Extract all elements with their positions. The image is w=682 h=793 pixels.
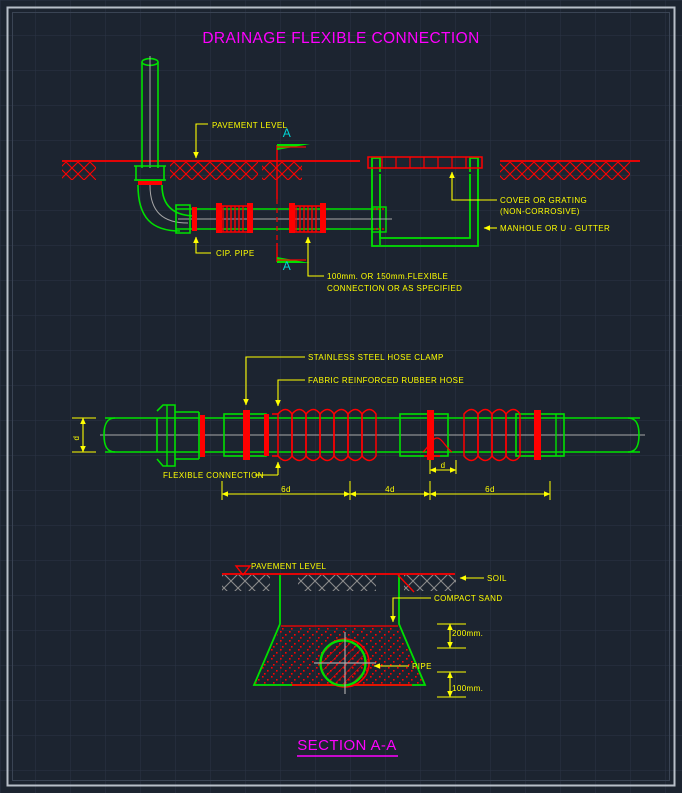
flexible-bellows-right	[289, 203, 326, 233]
dimension-chain	[221, 481, 551, 500]
rubber-hose-left	[272, 408, 377, 462]
leader-cip-pipe	[193, 236, 211, 254]
dimension-label-bedding-depth: 100mm.	[452, 684, 483, 693]
soil-hatch-right	[404, 575, 456, 591]
dimension-label-span-right: 6d	[485, 485, 495, 494]
section-marker-a-bottom: A	[283, 259, 291, 273]
cover-grating	[367, 156, 483, 169]
leader-pavement-level	[193, 123, 208, 159]
ground-hatch-left	[62, 162, 96, 180]
ground-hatch-mid2	[262, 162, 302, 180]
middle-detail-group: STAINLESS STEEL HOSE CLAMP FABRIC REINFO…	[72, 353, 645, 500]
leader-rubber-hose	[275, 379, 305, 407]
vertical-riser-pipe	[134, 56, 166, 185]
label-flexible-spec-line1: 100mm. OR 150mm.FLEXIBLE	[327, 272, 448, 281]
top-detail-group: A A PAVEMENT LEVEL CIP. PIPE COVER OR GR…	[62, 56, 640, 293]
section-cut-line-a-a	[276, 144, 310, 263]
pavement-level-triangle-icon	[234, 565, 252, 577]
dimension-hose-width	[429, 460, 457, 474]
label-flexible-connection: FLEXIBLE CONNECTION	[163, 471, 264, 480]
dimension-cover-depth	[437, 623, 466, 649]
label-rubber-hose: FABRIC REINFORCED RUBBER HOSE	[308, 376, 464, 385]
dimension-label-hose-width: d	[441, 461, 446, 470]
label-pavement-level-section: PAVEMENT LEVEL	[251, 562, 327, 571]
label-manhole-gutter: MANHOLE OR U - GUTTER	[500, 224, 610, 233]
slope-angle-mark	[397, 574, 415, 593]
leader-hose-clamp	[243, 356, 305, 406]
label-hose-clamp: STAINLESS STEEL HOSE CLAMP	[308, 353, 444, 362]
dimension-diameter-d	[72, 417, 96, 453]
dimension-label-cover-depth: 200mm.	[452, 629, 483, 638]
pipe-section-circle	[314, 632, 376, 694]
dimension-label-diameter-d: d	[72, 436, 81, 441]
label-pavement-level: PAVEMENT LEVEL	[212, 121, 288, 130]
section-detail-group: SOIL PAVEMENT LEVEL COMPACT SAND PIPE 20…	[222, 562, 507, 757]
label-soil: SOIL	[487, 574, 507, 583]
ground-hatch-right	[500, 162, 630, 180]
label-cover-grating-line2: (NON-CORROSIVE)	[500, 207, 580, 216]
drawing-border-frame	[6, 6, 676, 787]
section-title: SECTION A-A	[297, 737, 396, 754]
drawing-border-inner	[12, 12, 670, 781]
manhole-u-gutter	[371, 157, 479, 247]
page-title: DRAINAGE FLEXIBLE CONNECTION	[202, 30, 479, 47]
leader-compact-sand	[390, 597, 431, 623]
hose-clamps	[243, 410, 541, 460]
ground-hatch-mid	[170, 162, 258, 180]
label-cover-grating-line1: COVER OR GRATING	[500, 196, 587, 205]
dimension-bedding-depth	[437, 671, 466, 698]
leader-cover-grating	[449, 171, 497, 201]
label-pipe-section: PIPE	[412, 662, 432, 671]
horizontal-pipe-run	[175, 204, 392, 245]
leader-flexible-spec	[305, 236, 324, 277]
soil-hatch-mid	[298, 575, 376, 591]
soil-hatch-left	[222, 575, 270, 591]
break-symbol	[422, 437, 453, 453]
pipe-assembly-elevation	[100, 404, 645, 467]
flexible-bellows-left	[216, 203, 253, 233]
label-flexible-spec-line2: CONNECTION OR AS SPECIFIED	[327, 284, 462, 293]
label-cip-pipe: CIP. PIPE	[216, 249, 255, 258]
dimension-label-span-middle: 4d	[385, 485, 395, 494]
rubber-hose-right	[463, 408, 521, 462]
label-compact-sand: COMPACT SAND	[434, 594, 503, 603]
section-marker-a-top: A	[283, 126, 291, 140]
leader-flexible-connection	[255, 461, 281, 476]
dimension-label-span-left: 6d	[281, 485, 291, 494]
